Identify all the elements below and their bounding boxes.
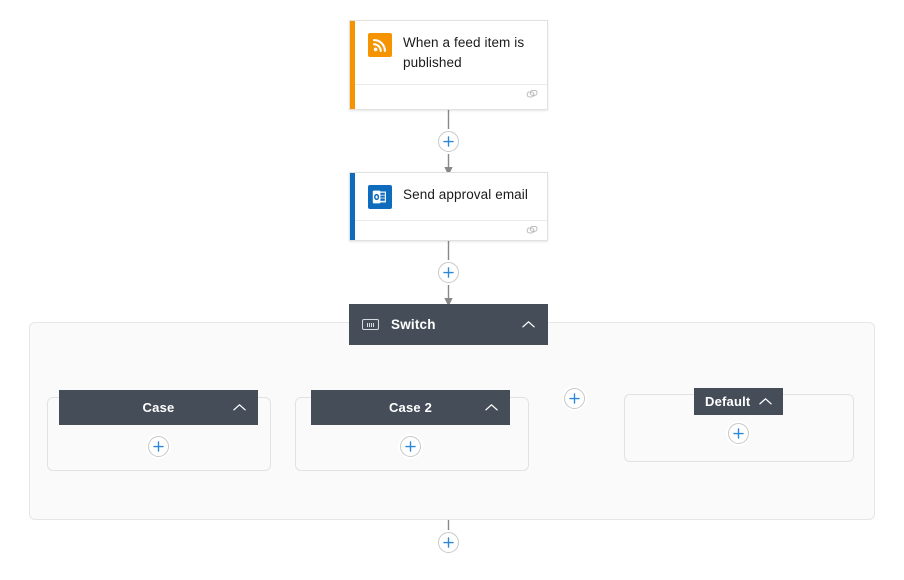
chevron-up-icon[interactable] xyxy=(233,399,246,417)
add-case-button[interactable] xyxy=(564,388,585,409)
trigger-card-body: When a feed item is published xyxy=(350,21,547,84)
trigger-card-footer xyxy=(355,84,547,108)
outlook-icon xyxy=(368,185,392,209)
action-card[interactable]: Send approval email xyxy=(349,172,548,241)
switch-icon xyxy=(362,319,379,330)
action-card-body: Send approval email xyxy=(350,173,547,220)
trigger-accent-bar xyxy=(350,21,355,109)
action-card-footer xyxy=(355,220,547,244)
switch-header[interactable]: Switch xyxy=(349,304,548,345)
case-1-header[interactable]: Case xyxy=(59,390,258,425)
chevron-up-icon[interactable] xyxy=(522,316,535,334)
add-step-default-button[interactable] xyxy=(728,423,749,444)
chevron-up-icon[interactable] xyxy=(485,399,498,417)
case-2-label: Case 2 xyxy=(388,400,433,415)
action-accent-bar xyxy=(350,173,355,240)
default-header[interactable]: Default xyxy=(694,388,784,415)
default-label: Default xyxy=(705,394,751,409)
action-title: Send approval email xyxy=(403,187,528,202)
case-2-header[interactable]: Case 2 xyxy=(311,390,510,425)
add-step-case-2-button[interactable] xyxy=(400,436,421,457)
connector-icon[interactable] xyxy=(526,88,539,106)
add-step-after-action-button[interactable] xyxy=(438,262,459,283)
trigger-title: When a feed item is published xyxy=(403,35,525,70)
add-step-after-switch-button[interactable] xyxy=(438,532,459,553)
case-1-label: Case xyxy=(142,400,175,415)
rss-icon xyxy=(368,33,392,57)
add-step-after-trigger-button[interactable] xyxy=(438,131,459,152)
switch-label: Switch xyxy=(391,317,436,332)
connector-icon[interactable] xyxy=(526,224,539,242)
chevron-up-icon[interactable] xyxy=(759,393,773,411)
add-step-case-1-button[interactable] xyxy=(148,436,169,457)
trigger-card[interactable]: When a feed item is published xyxy=(349,20,548,110)
